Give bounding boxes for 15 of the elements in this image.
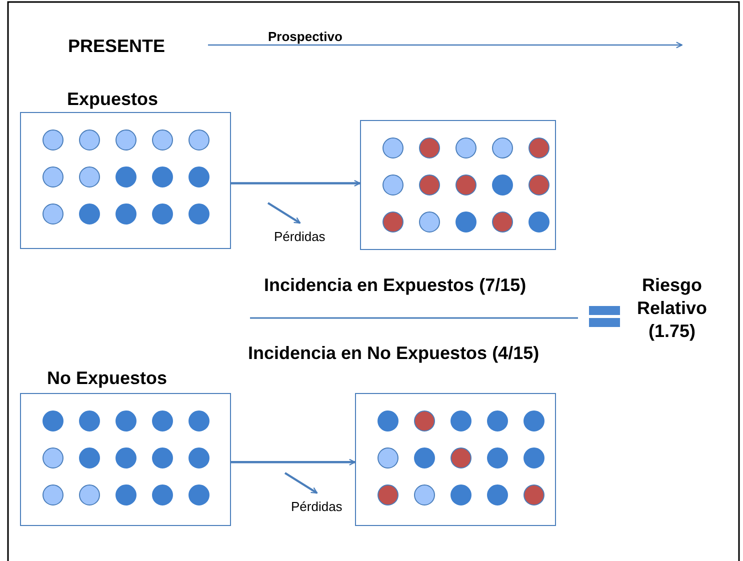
- timepoint-label: PRESENTE: [68, 35, 166, 58]
- denominator-text: Incidencia en No Expuestos (4/15): [248, 342, 540, 365]
- group-heading: Expuestos: [67, 88, 158, 110]
- group-heading: No Expuestos: [47, 367, 168, 389]
- arrow: [231, 458, 356, 466]
- loss-label: Pérdidas: [274, 229, 326, 245]
- numerator-text: Incidencia en Expuestos (7/15): [264, 274, 526, 297]
- direction-label: Prospectivo: [268, 28, 342, 46]
- arrow: [267, 202, 301, 224]
- dot-panel: [355, 393, 556, 526]
- arrow: [231, 180, 361, 187]
- loss-label: Pérdidas: [291, 499, 342, 515]
- dot-panel: [360, 120, 556, 250]
- result-text: Riesgo Relativo (1.75): [636, 274, 708, 343]
- arrow: [284, 472, 318, 494]
